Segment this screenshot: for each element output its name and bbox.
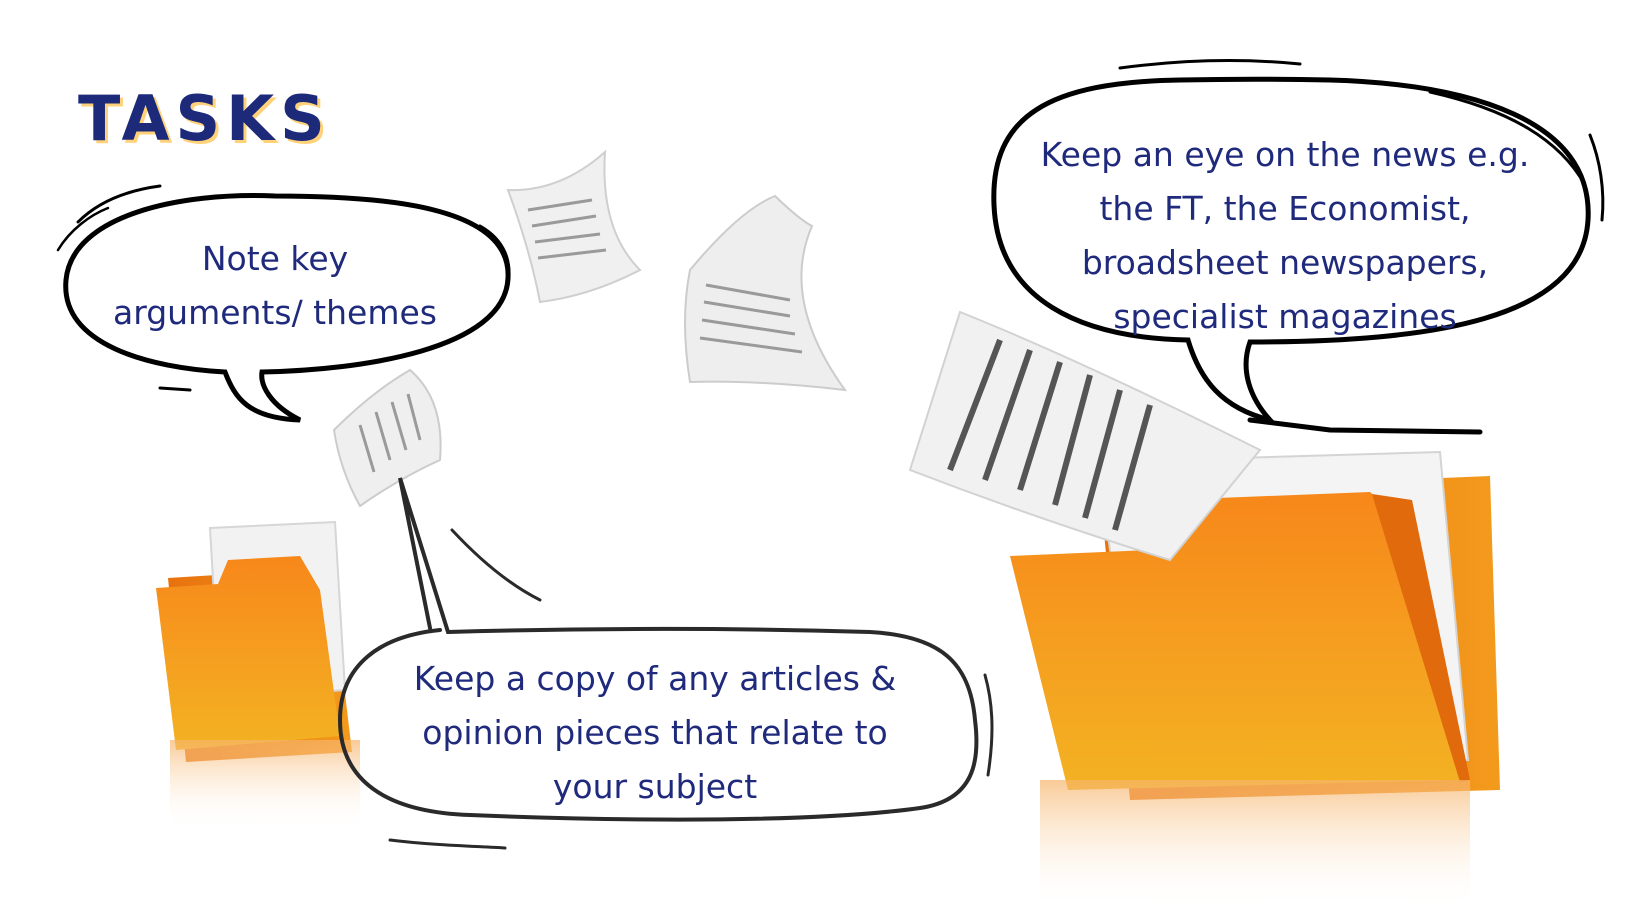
paper-sheet-icon [684,194,848,392]
bubble-copy-line: opinion pieces that relate to [422,713,888,752]
bubble-news-line: specialist magazines [1113,297,1457,336]
bubble-note-text: Note key arguments/ themes [60,232,490,340]
bubble-copy-text: Keep a copy of any articles & opinion pi… [335,652,975,814]
paper-sheet-icon [908,310,1262,562]
paper-sheet-icon [332,368,442,508]
bubble-news-line: broadsheet newspapers, [1081,243,1489,282]
speech-bubble-icon [56,184,511,423]
bubble-news-text: Keep an eye on the news e.g. the FT, the… [985,128,1585,344]
bubble-news-line: Keep an eye on the news e.g. [1040,135,1530,174]
folder-icon [156,520,360,830]
bubble-news-line: the FT, the Economist, [1099,189,1471,228]
speech-bubble-icon [337,477,994,850]
page-title: TASKS [78,82,331,155]
bubble-copy-line: Keep a copy of any articles & [413,659,897,698]
bubble-note-line: Note key [201,239,349,278]
paper-sheet-icon [506,149,642,304]
bubble-note-line: arguments/ themes [113,293,437,332]
bubble-copy-line: your subject [552,767,758,806]
speech-bubble-icon [991,59,1605,435]
